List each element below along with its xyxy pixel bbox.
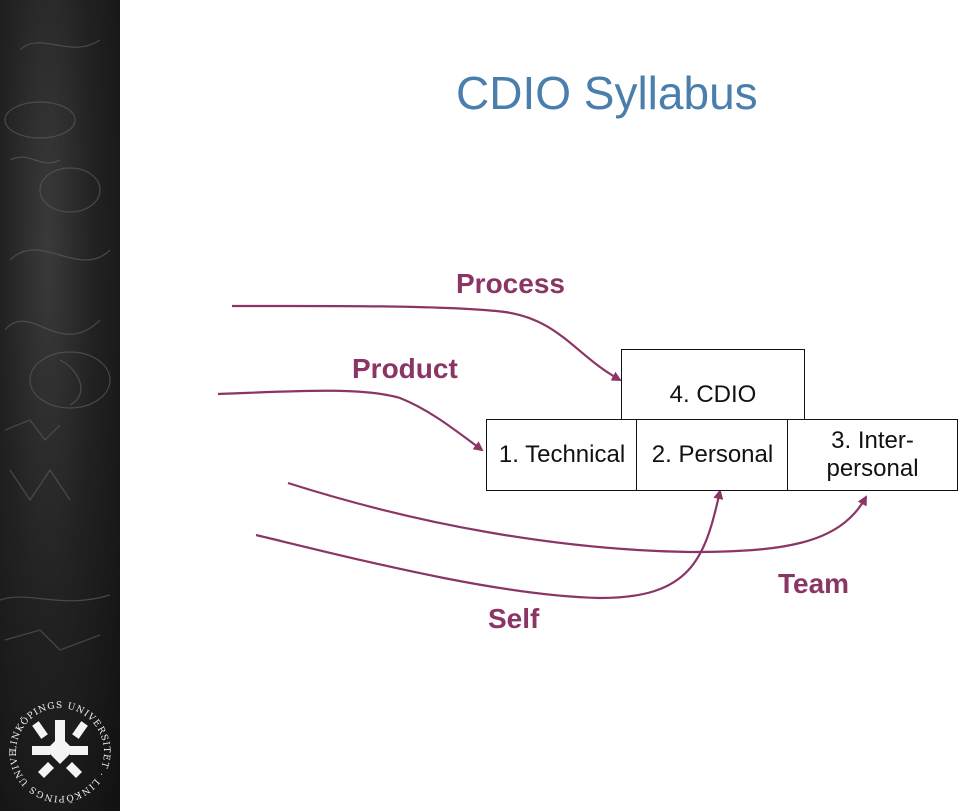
product-arrow [217,389,484,452]
box-technical: 1. Technical [486,419,638,491]
sidebar-background: LINKÖPINGS UNIVERSITET · LINKÖPINGS UNIV… [0,0,120,811]
box-cdio: 4. CDIO [621,349,805,421]
process-arrow [231,304,622,381]
label-self: Self [488,603,540,634]
box-personal-label: 2. Personal [651,441,774,468]
box-interpersonal: 3. Inter- personal [787,419,958,491]
box-interpersonal-line2: personal [826,455,919,482]
label-team: Team [778,568,850,599]
team-arrow [287,481,867,554]
self-arrow [255,489,724,600]
sidebar-texture [0,39,111,651]
slide-title: CDIO Syllabus [456,67,758,119]
box-technical-label: 1. Technical [498,441,626,468]
label-product: Product [352,353,458,384]
label-process: Process [456,268,565,299]
university-seal-logo: LINKÖPINGS UNIVERSITET · LINKÖPINGS UNIV… [8,700,110,804]
box-interpersonal-line1: 3. Inter- [831,427,914,454]
box-cdio-label: 4. CDIO [669,381,757,408]
box-personal: 2. Personal [636,419,789,491]
